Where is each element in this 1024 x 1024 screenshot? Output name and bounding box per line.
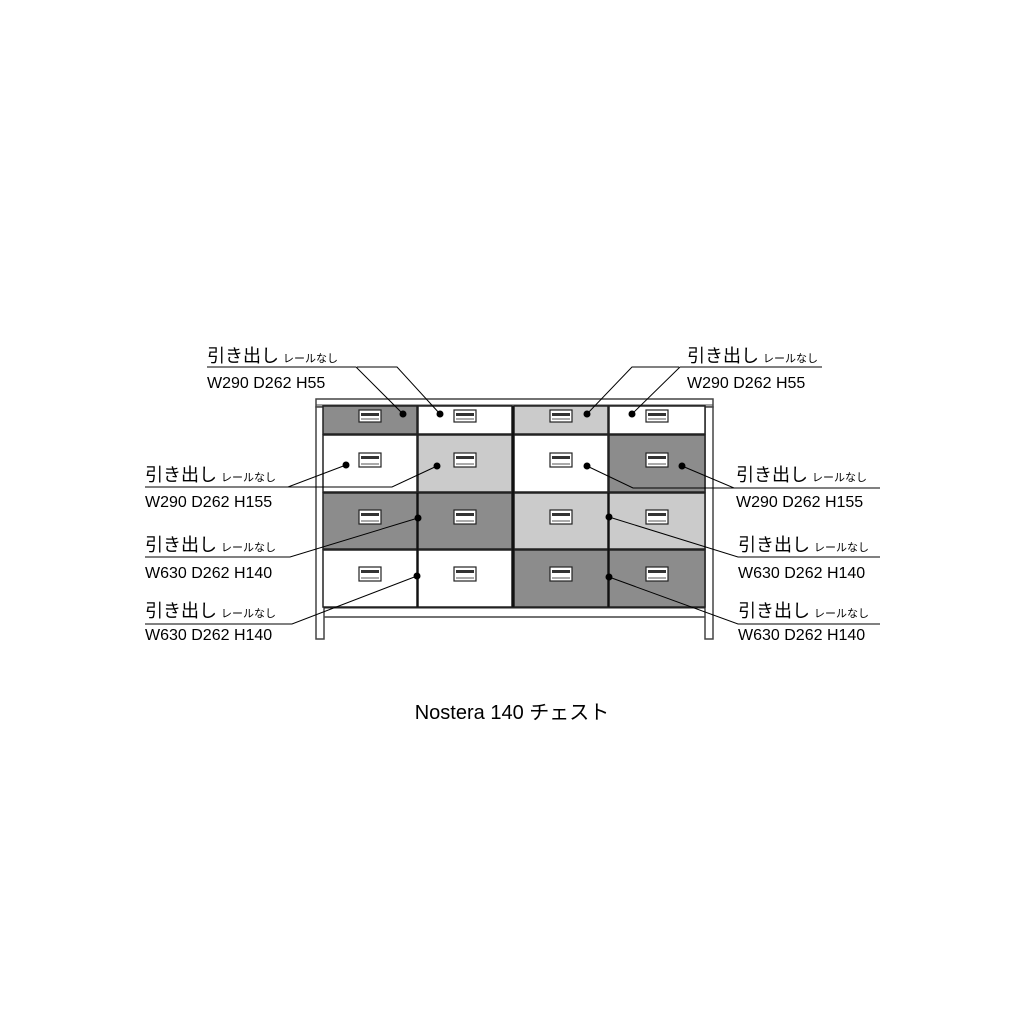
callout-sub: レールなし	[814, 607, 869, 620]
drawer-handle-icon	[358, 566, 382, 582]
drawer-handle-icon	[549, 566, 573, 582]
callout-dims: W290 D262 H155	[145, 494, 272, 511]
callout-sub: レールなし	[221, 541, 276, 554]
drawer-handle-icon	[453, 452, 477, 468]
drawer-handle-icon	[453, 566, 477, 582]
drawer-handle-icon	[549, 509, 573, 525]
drawer-handle-icon	[645, 452, 669, 468]
callout-top-right: 引き出しレールなし W290 D262 H55	[687, 346, 818, 392]
callout-dims: W630 D262 H140	[145, 627, 272, 644]
callout-sub: レールなし	[763, 352, 818, 365]
drawer-handle-icon	[549, 409, 573, 423]
drawer-handle-icon	[358, 509, 382, 525]
callout-title: 引き出し	[145, 601, 217, 622]
callout-dims: W290 D262 H155	[736, 494, 863, 511]
leader-lines	[145, 366, 880, 625]
callout-dims: W630 D262 H140	[738, 627, 865, 644]
callout-title: 引き出し	[687, 346, 759, 367]
callout-sub: レールなし	[814, 541, 869, 554]
drawer-handle-icon	[453, 409, 477, 423]
callout-top-left: 引き出しレールなし W290 D262 H55	[207, 346, 338, 392]
callout-dims: W630 D262 H140	[738, 565, 865, 582]
callout-sub: レールなし	[283, 352, 338, 365]
callout-sub: レールなし	[221, 471, 276, 484]
callout-title: 引き出し	[738, 601, 810, 622]
callout-row2-right: 引き出しレールなし W290 D262 H155	[736, 465, 867, 511]
callout-row3-right: 引き出しレールなし W630 D262 H140	[738, 535, 869, 582]
leader-dots	[342, 410, 686, 581]
callout-title: 引き出し	[145, 465, 217, 486]
callout-row2-left: 引き出しレールなし W290 D262 H155	[145, 465, 276, 511]
drawer-r3-c1	[322, 492, 418, 550]
callout-row3-left: 引き出しレールなし W630 D262 H140	[145, 535, 276, 582]
drawer-r4-c2	[417, 549, 513, 608]
callout-sub: レールなし	[812, 471, 867, 484]
drawer-handles	[358, 409, 669, 582]
drawer-handle-icon	[645, 509, 669, 525]
callout-row4-right: 引き出しレールなし W630 D262 H140	[738, 601, 869, 644]
drawer-handle-icon	[645, 566, 669, 582]
callout-title: 引き出し	[736, 465, 808, 486]
callout-title: 引き出し	[145, 535, 217, 556]
callout-title: 引き出し	[738, 535, 810, 556]
callout-dims: W630 D262 H140	[145, 565, 272, 582]
callout-title: 引き出し	[207, 346, 279, 367]
drawer-handle-icon	[645, 409, 669, 423]
callout-dims: W290 D262 H55	[687, 375, 805, 392]
callout-row4-left: 引き出しレールなし W630 D262 H140	[145, 601, 276, 644]
drawer-handle-icon	[358, 452, 382, 468]
callout-sub: レールなし	[221, 607, 276, 620]
callout-dims: W290 D262 H55	[207, 375, 325, 392]
diagram-caption: Nostera 140 チェスト	[415, 702, 610, 724]
drawer-handle-icon	[453, 509, 477, 525]
drawer-handle-icon	[358, 409, 382, 423]
drawer-r1-c4	[608, 405, 706, 435]
drawer-handle-icon	[549, 452, 573, 468]
